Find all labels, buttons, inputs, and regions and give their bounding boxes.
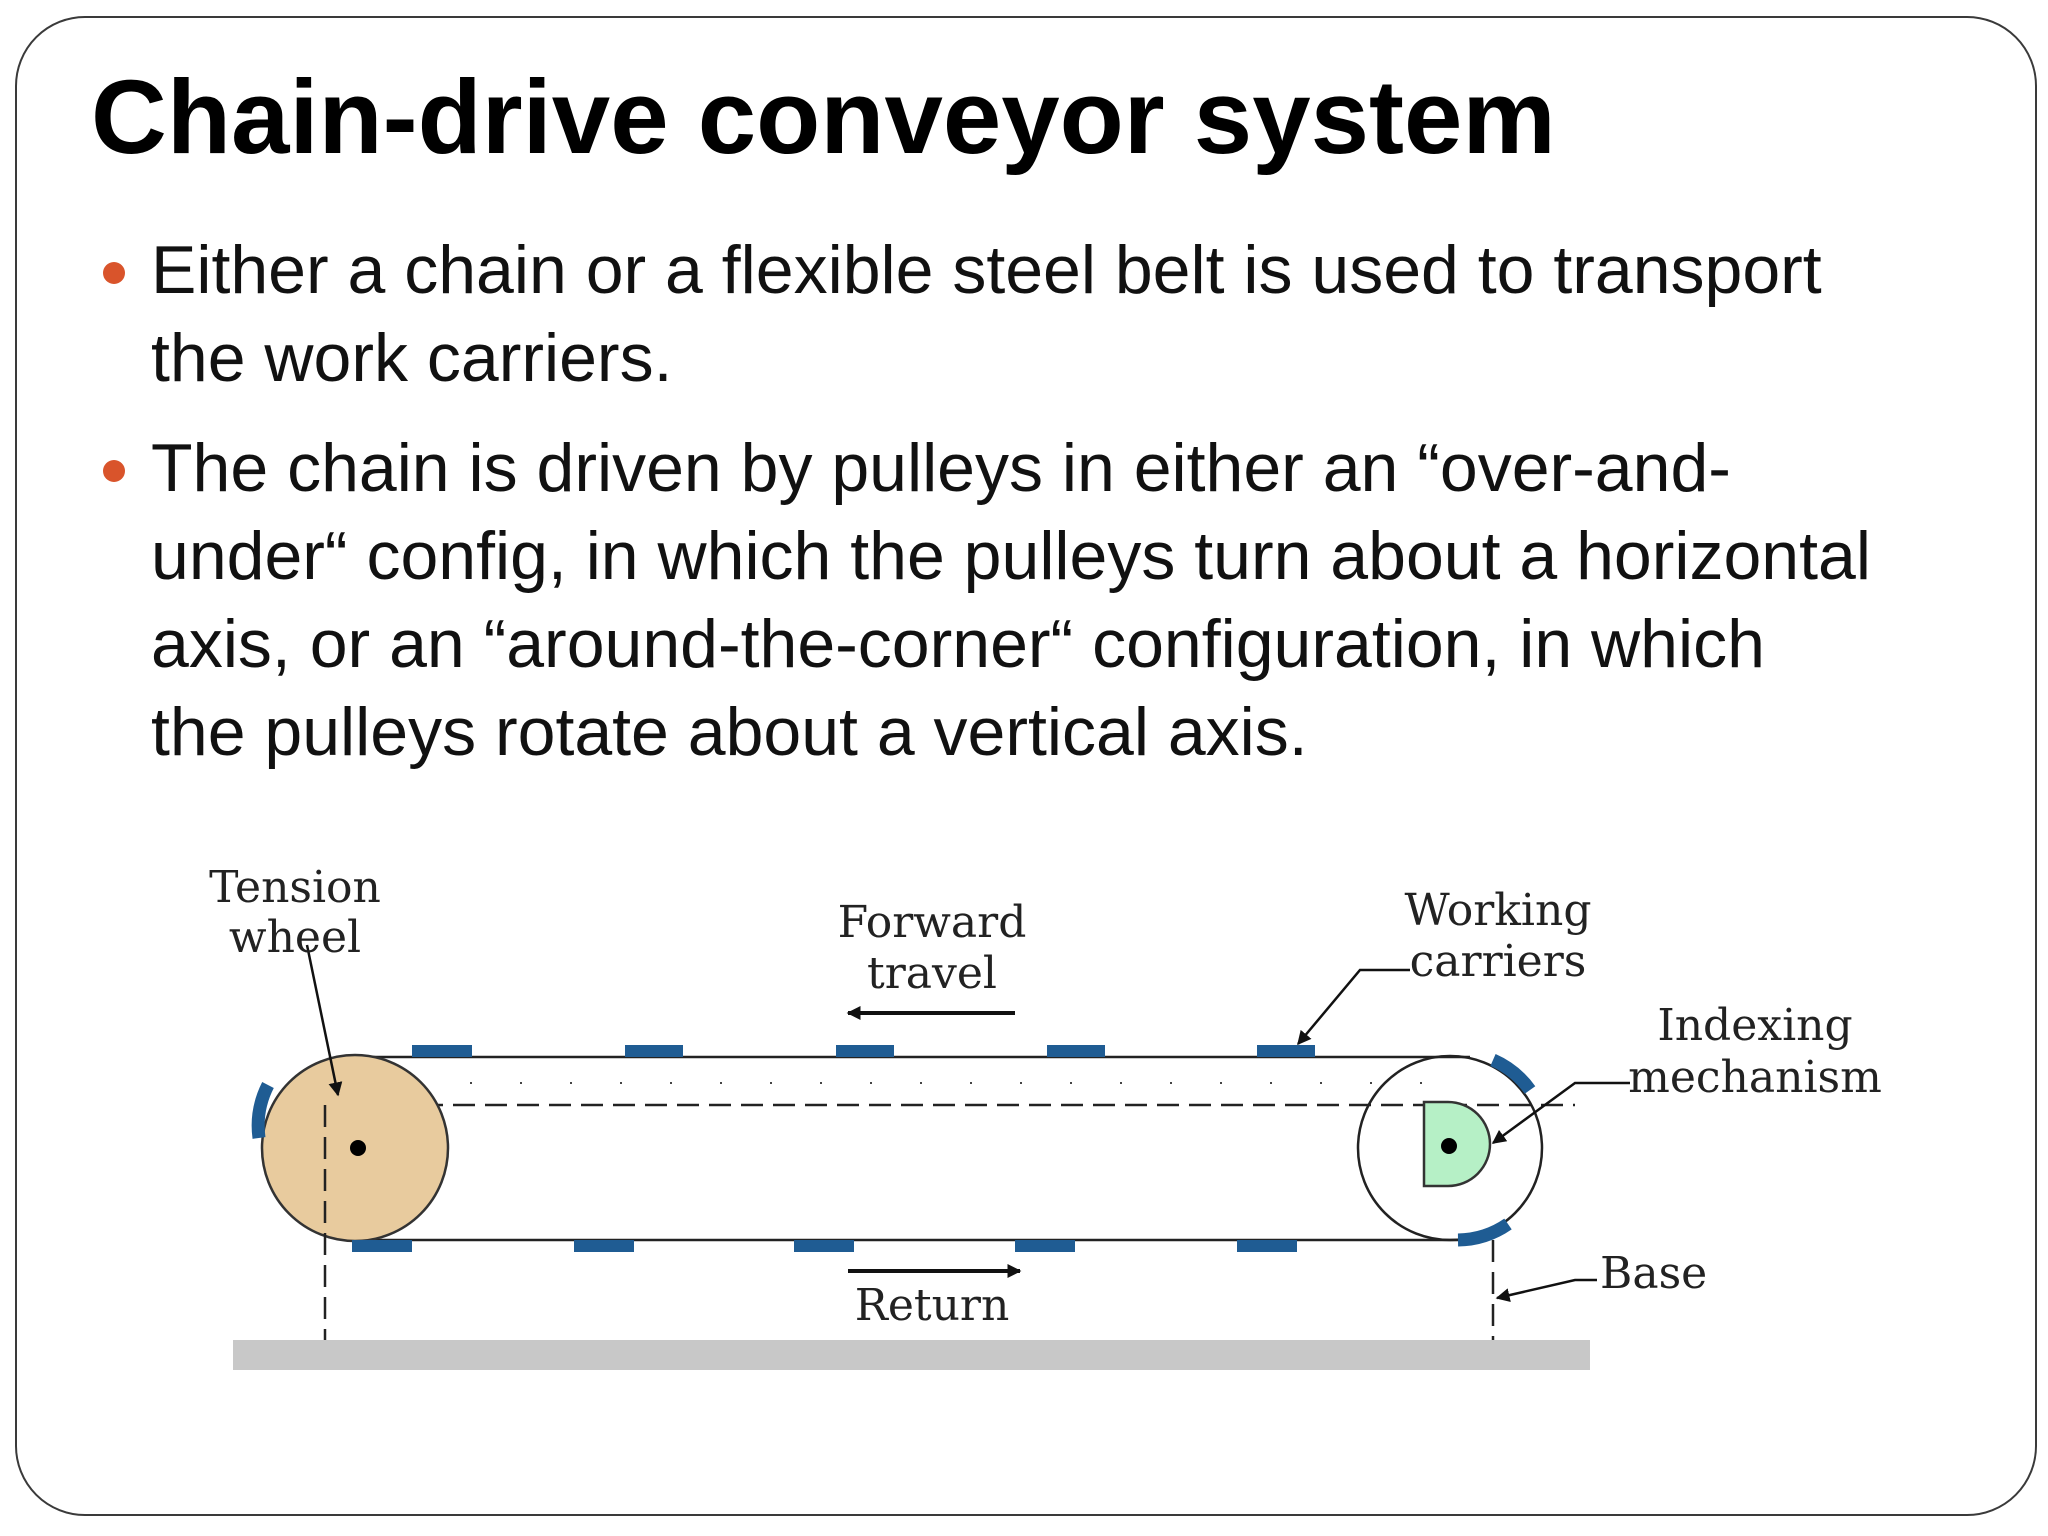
bullet-item: Either a chain or a flexible steel belt … [91, 226, 2036, 402]
bullet-line: under“ config, in which the pulleys turn… [151, 518, 1871, 594]
carrier-icon [794, 1240, 854, 1252]
bullet-line: Either a chain or a flexible steel belt … [151, 232, 1822, 308]
working-carriers-label-2: carriers [1410, 936, 1587, 987]
indexing-mechanism-label-2: mechanism [1628, 1052, 1882, 1103]
carrier-icon [1457, 1218, 1512, 1247]
bullet-dot-icon [103, 460, 125, 482]
carriers-bottom [352, 1240, 1297, 1252]
base-leader [1495, 1278, 1597, 1302]
carrier-icon [1237, 1240, 1297, 1252]
base-label: Base [1600, 1248, 1707, 1299]
drive-wheel-icon [1356, 1054, 1544, 1340]
carriers-top [412, 1045, 1315, 1057]
bullet-line: the work carriers. [151, 320, 673, 396]
bullet-dot-icon [103, 262, 125, 284]
carrier-icon [352, 1240, 412, 1252]
bullet-line: axis, or an “around-the-corner“ configur… [151, 606, 1765, 682]
carrier-icon [836, 1045, 894, 1057]
carrier-icon [251, 1082, 274, 1139]
base-plate [233, 1340, 1590, 1370]
tension-wheel-icon [260, 1053, 450, 1340]
carrier-icon [1015, 1240, 1075, 1252]
indexing-mechanism-label-1: Indexing [1657, 1000, 1852, 1051]
carrier-icon [412, 1045, 472, 1057]
tension-wheel-label-2: wheel [229, 912, 361, 963]
tension-wheel-leader [305, 944, 343, 1097]
carrier-icon [1257, 1045, 1315, 1057]
bullet-line: The chain is driven by pulleys in either… [151, 430, 1731, 506]
return-label: Return [855, 1280, 1010, 1331]
carrier-icon [625, 1045, 683, 1057]
drive-axle [1441, 1138, 1457, 1154]
slide-frame [15, 16, 2037, 1516]
carrier-icon [1047, 1045, 1105, 1057]
indexing-mechanism-icon [1422, 1100, 1492, 1188]
bullet-list: Either a chain or a flexible steel belt … [91, 226, 2036, 798]
carrier-icon [1490, 1054, 1536, 1094]
forward-travel-label-1: Forward [838, 897, 1027, 948]
forward-travel-label-2: travel [867, 948, 997, 999]
indexing-leader [1491, 1081, 1630, 1145]
bullet-item: The chain is driven by pulleys in either… [91, 424, 2036, 776]
tension-wheel-label-1: Tension [209, 862, 381, 913]
working-carriers-label-1: Working [1405, 885, 1592, 936]
working-carriers-leader [1297, 968, 1410, 1046]
slide-title: Chain-drive conveyor system [91, 59, 1556, 176]
carrier-icon [574, 1240, 634, 1252]
bullet-line: the pulleys rotate about a vertical axis… [151, 694, 1308, 770]
